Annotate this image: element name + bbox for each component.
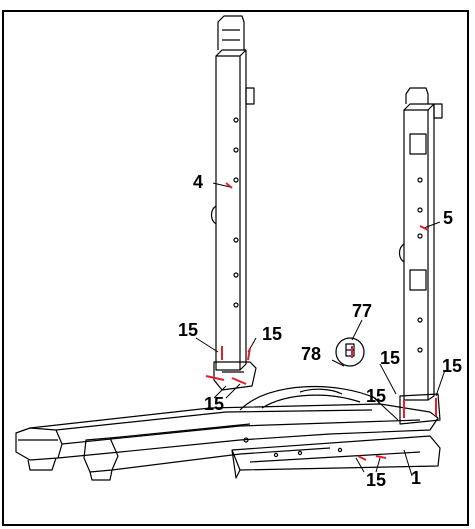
right-upright [398,87,443,425]
label-bolt-15-c: 15 [204,394,224,414]
label-bolt-15-f: 15 [366,386,386,406]
label-bolt-15-e: 15 [442,356,462,376]
treadmill-base [15,385,441,481]
callout-labels: 4 5 1 77 78 15 15 15 15 15 15 15 [178,172,462,490]
leader-lines [195,182,446,477]
label-part-1: 1 [411,468,421,488]
label-part-77: 77 [352,301,372,321]
detail-inset [335,337,365,367]
label-part-4: 4 [193,172,203,192]
diagram-frame [2,10,469,526]
label-part-78: 78 [301,344,321,364]
label-part-5: 5 [443,208,453,228]
label-bolt-15-b: 15 [262,324,282,344]
label-bolt-15-g: 15 [366,470,386,490]
label-bolt-15-d: 15 [380,348,400,368]
left-upright [210,15,257,391]
highlighted-bolts [205,182,437,461]
label-bolt-15-a: 15 [178,320,198,340]
